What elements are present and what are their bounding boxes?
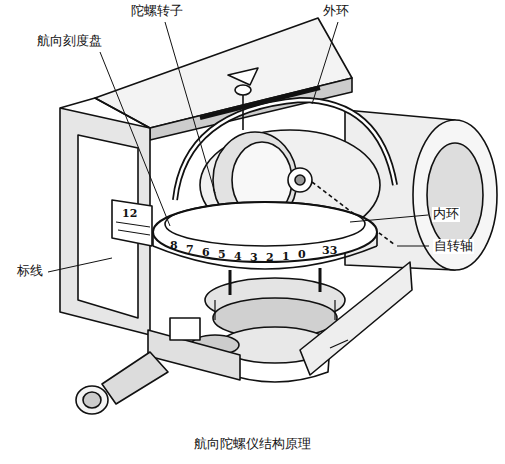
part-label: 外环 xyxy=(322,4,350,19)
dial-number: 33 xyxy=(322,245,337,256)
dial-number: 7 xyxy=(186,244,194,255)
part-label: 标线 xyxy=(16,264,44,279)
part-label: 自转轴 xyxy=(433,239,474,254)
dial-number: 8 xyxy=(170,240,178,251)
part-label: 内环 xyxy=(432,207,460,222)
part-label: 航向刻度盘 xyxy=(36,34,103,49)
dial-number: 2 xyxy=(266,252,274,263)
dial-number: 5 xyxy=(218,249,226,260)
figure-caption: 航向陀螺仪结构原理 xyxy=(194,436,311,452)
dial-number: 0 xyxy=(298,249,306,260)
dial-number: 6 xyxy=(202,247,210,258)
part-label: 陀螺转子 xyxy=(130,4,184,19)
dial-number: 4 xyxy=(234,251,242,262)
dial-number: 3 xyxy=(250,252,258,263)
dial-number: 1 xyxy=(282,251,290,262)
dial-number: 12 xyxy=(122,208,137,219)
